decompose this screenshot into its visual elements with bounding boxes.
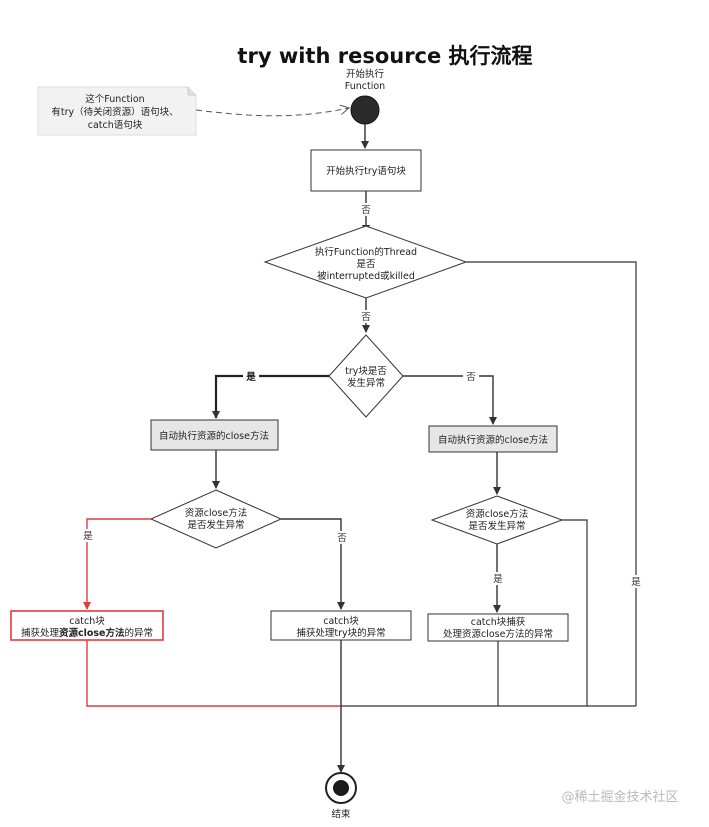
start-node bbox=[350, 95, 380, 125]
edge-closeright-no-return bbox=[562, 519, 588, 706]
note-line-2: 有try（待关闭资源）语句块、 bbox=[51, 106, 178, 118]
edge-closeleft-yes bbox=[83, 518, 151, 610]
label-yes-left: 是 bbox=[245, 371, 256, 383]
label-close-left-no: 否 bbox=[337, 533, 347, 544]
decision-try-line-1: try块是否 bbox=[345, 365, 387, 377]
decision-try bbox=[328, 334, 404, 418]
catch-close-right-line-2: 处理资源close方法的异常 bbox=[443, 628, 553, 640]
note-box: 这个Function 有try（待关闭资源）语句块、 catch语句块 bbox=[37, 86, 197, 136]
decision-thread-line-3: 被interrupted或killed bbox=[317, 270, 415, 282]
box-close-left bbox=[150, 419, 279, 451]
catch-close-left bbox=[10, 610, 164, 641]
catch-try bbox=[270, 610, 412, 641]
label-yes-far-right: 是 bbox=[631, 577, 641, 588]
box-close-right-label: 自动执行资源的close方法 bbox=[438, 434, 548, 446]
catch-close-right-line-1: catch块捕获 bbox=[471, 616, 526, 628]
catch-try-line-1: catch块 bbox=[323, 615, 359, 627]
catch-close-right bbox=[427, 613, 569, 642]
label-no-1: 否 bbox=[361, 205, 371, 216]
decision-thread-line-1: 执行Function的Thread bbox=[315, 246, 417, 258]
end-label: 结束 bbox=[331, 808, 351, 820]
box-start-try-label: 开始执行try语句块 bbox=[326, 165, 406, 177]
start-label-2: Function bbox=[345, 81, 385, 92]
label-close-left-yes: 是 bbox=[83, 531, 93, 542]
watermark: @稀土掘金技术社区 bbox=[561, 789, 678, 805]
box-close-left-label: 自动执行资源的close方法 bbox=[159, 430, 269, 442]
edge-red-return bbox=[86, 640, 341, 707]
note-line-3: catch语句块 bbox=[88, 119, 143, 131]
label-no-right: 否 bbox=[466, 372, 476, 383]
decision-close-right bbox=[430, 495, 564, 545]
note-line-1: 这个Function bbox=[85, 93, 144, 105]
edge-closeleft-no bbox=[281, 518, 345, 610]
end-node-core bbox=[333, 780, 349, 796]
note-connector bbox=[195, 108, 349, 117]
decision-close-left bbox=[149, 489, 283, 549]
catch-try-line-2: 捕获处理try块的异常 bbox=[296, 627, 385, 639]
label-close-right-yes: 是 bbox=[493, 574, 503, 585]
catch-close-left-line-1: catch块 bbox=[69, 615, 105, 627]
edge-thread-yes bbox=[466, 261, 637, 706]
diagram-title: try with resource 执行流程 bbox=[237, 44, 532, 68]
edge-try-no bbox=[403, 375, 497, 425]
edge-try-yes bbox=[212, 374, 329, 419]
start-label-1: 开始执行 bbox=[346, 68, 385, 80]
label-no-2: 否 bbox=[361, 312, 371, 323]
decision-thread-line-2: 是否 bbox=[356, 259, 376, 270]
decision-try-line-2: 发生异常 bbox=[347, 377, 385, 389]
decision-close-left-line-2: 是否发生异常 bbox=[187, 519, 244, 531]
catch-close-left-line-2: 捕获处理资源close方法的异常 bbox=[21, 627, 153, 639]
decision-close-right-line-2: 是否发生异常 bbox=[468, 520, 525, 532]
box-close-right bbox=[428, 425, 558, 453]
decision-close-right-line-1: 资源close方法 bbox=[466, 508, 528, 520]
decision-close-left-line-1: 资源close方法 bbox=[185, 507, 247, 519]
